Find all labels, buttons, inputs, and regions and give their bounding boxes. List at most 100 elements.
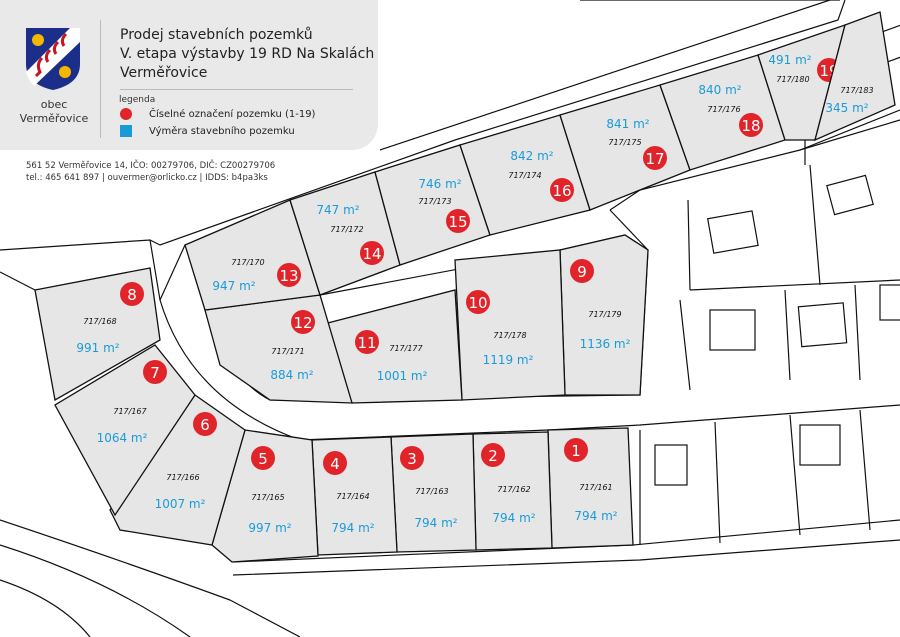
plot-number: 6 bbox=[200, 416, 210, 434]
plot-area: 1136 m² bbox=[580, 337, 631, 351]
plot-area: 1064 m² bbox=[97, 431, 148, 445]
plot-number: 11 bbox=[357, 334, 376, 352]
town-name: obec Verměřovice bbox=[14, 98, 94, 126]
contact-line: tel.: 465 641 897 | ouvermer@orlicko.cz … bbox=[26, 173, 268, 183]
plot-area: 991 m² bbox=[76, 341, 119, 355]
parcel-id: 717/179 bbox=[588, 310, 621, 319]
parcel-id: 717/178 bbox=[493, 331, 526, 340]
plot-area: 794 m² bbox=[492, 511, 535, 525]
legend-label: Výměra stavebního pozemku bbox=[149, 125, 295, 137]
plot-area: 794 m² bbox=[414, 516, 457, 530]
plot-area: 884 m² bbox=[270, 368, 313, 382]
parcel-id: 717/175 bbox=[608, 138, 641, 147]
parcel-id: 717/174 bbox=[508, 171, 541, 180]
parcel-id: 717/163 bbox=[415, 487, 448, 496]
plot-area: 1001 m² bbox=[377, 369, 428, 383]
legend-label: Číselné označení pozemku (1-19) bbox=[149, 108, 316, 120]
plot-area: 997 m² bbox=[248, 521, 291, 535]
title-line-1: Prodej stavebních pozemků bbox=[120, 27, 313, 43]
plot-number-marker bbox=[643, 146, 667, 170]
plot-1[interactable]: 1 717/161 794 m² bbox=[547, 427, 634, 549]
parcel-id: 717/173 bbox=[418, 197, 451, 206]
plot-area: 842 m² bbox=[510, 149, 553, 163]
plot-number: 4 bbox=[330, 455, 340, 473]
plot-number-marker bbox=[291, 310, 315, 334]
town-line-2: Verměřovice bbox=[19, 112, 89, 125]
plot-number-marker bbox=[277, 263, 301, 287]
plot-boundary[interactable] bbox=[54, 344, 196, 517]
plot-number: 7 bbox=[150, 364, 160, 382]
plot-7[interactable]: 7 717/167 1064 m² bbox=[54, 344, 196, 517]
plot-boundary[interactable] bbox=[814, 11, 896, 142]
plot-number: 13 bbox=[279, 267, 298, 285]
plot-number: 14 bbox=[362, 245, 381, 263]
plot-number-marker bbox=[120, 282, 144, 306]
plot-area: 947 m² bbox=[212, 279, 255, 293]
plot-number: 5 bbox=[258, 450, 268, 468]
town-line-1: obec bbox=[40, 98, 68, 111]
parcel-id: 717/167 bbox=[113, 407, 147, 416]
plot-area: 794 m² bbox=[331, 521, 374, 535]
plot-area: 1007 m² bbox=[155, 497, 206, 511]
plot-area: 841 m² bbox=[606, 117, 649, 131]
contact-info: 561 52 Verměřovice 14, IČO: 00279706, DI… bbox=[26, 160, 275, 184]
plot-9[interactable]: 9 717/179 1136 m² bbox=[559, 234, 649, 396]
plot-number: 15 bbox=[448, 213, 467, 231]
header-panel: obec Verměřovice Prodej stavebních pozem… bbox=[0, 0, 378, 150]
parcel-id: 717/164 bbox=[336, 492, 369, 501]
plot-number-marker bbox=[143, 360, 167, 384]
plot-number: 1 bbox=[571, 442, 581, 460]
plot-number-marker bbox=[400, 446, 424, 470]
plot-area: 345 m² bbox=[825, 101, 868, 115]
parcel-id: 717/166 bbox=[166, 473, 199, 482]
plot-area: 840 m² bbox=[698, 83, 741, 97]
legend-heading: legenda bbox=[119, 95, 156, 105]
parcel-id: 717/161 bbox=[579, 483, 612, 492]
title-line-2: V. etapa výstavby 19 RD Na Skalách bbox=[120, 46, 375, 62]
plot-number-marker bbox=[251, 446, 275, 470]
plot-number-marker bbox=[193, 412, 217, 436]
plot-number: 9 bbox=[577, 263, 587, 281]
parcel-id: 717/165 bbox=[251, 493, 284, 502]
plot-15[interactable]: 15 717/173 746 m² bbox=[374, 144, 491, 266]
parcel-id: 717/180 bbox=[776, 75, 809, 84]
plot-number-marker bbox=[360, 241, 384, 265]
parcel-id: 717/176 bbox=[707, 105, 740, 114]
parcel-id: 717/162 bbox=[497, 485, 530, 494]
parcel-id: 717/172 bbox=[330, 225, 363, 234]
plot-number: 17 bbox=[645, 150, 664, 168]
plot-number: 12 bbox=[293, 314, 312, 332]
buildings bbox=[654, 23, 900, 486]
plot-area: 1119 m² bbox=[483, 353, 534, 367]
plot-number-marker bbox=[570, 259, 594, 283]
red-circle-icon bbox=[120, 108, 132, 120]
plot-area: 491 m² bbox=[768, 53, 811, 67]
plot-number-marker bbox=[564, 438, 588, 462]
plot-5[interactable]: 5 717/165 997 m² bbox=[211, 429, 319, 563]
legend-item-area: Výměra stavebního pozemku bbox=[120, 125, 295, 137]
plot-area: 794 m² bbox=[574, 509, 617, 523]
plot-boundary[interactable] bbox=[454, 249, 566, 401]
plot-12[interactable]: 12 717/171 884 m² bbox=[204, 294, 353, 404]
plot-number-marker bbox=[739, 113, 763, 137]
plot-11[interactable]: 11 717/177 1001 m² bbox=[319, 289, 463, 404]
legend-item-number: Číselné označení pozemku (1-19) bbox=[120, 108, 315, 120]
parcel-id: 717/177 bbox=[389, 344, 423, 353]
parcel-id: 717/168 bbox=[83, 317, 116, 326]
plot-4[interactable]: 4 717/164 794 m² bbox=[311, 436, 398, 556]
plot-6[interactable]: 6 717/166 1007 m² bbox=[109, 394, 246, 546]
parcel-id: 717/171 bbox=[271, 347, 304, 356]
plot-area: 746 m² bbox=[418, 177, 461, 191]
